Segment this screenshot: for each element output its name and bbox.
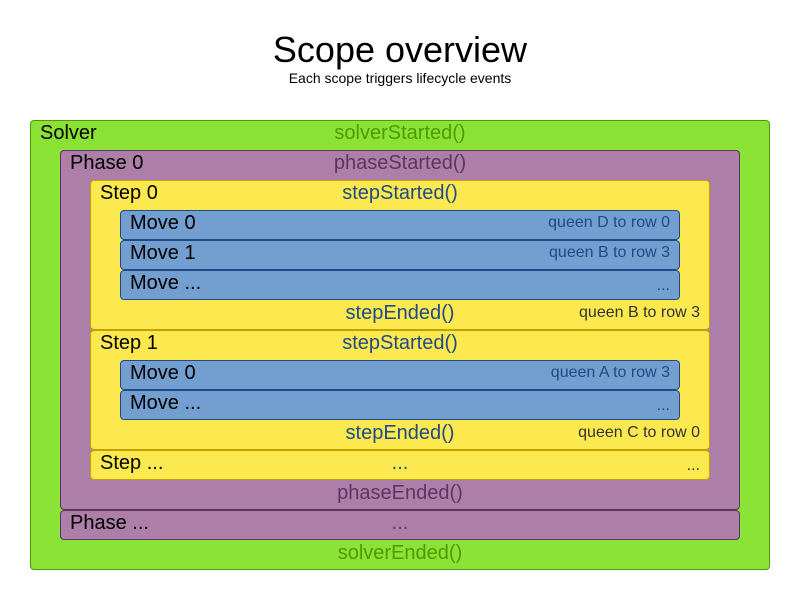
phase-0-label: Phase 0 xyxy=(70,152,144,174)
step-0-ended-event: stepEnded() xyxy=(345,302,455,324)
solver-label: Solver xyxy=(40,122,97,144)
step-0-move-0-note: queen D to row 0 xyxy=(548,214,670,231)
step-0-move-0 xyxy=(120,210,680,240)
step-1-ended-event: stepEnded() xyxy=(345,422,455,444)
step-1-move-more xyxy=(120,390,680,420)
step-more-scope xyxy=(90,450,710,480)
step-1-move-0 xyxy=(120,360,680,390)
diagram-title: Scope overview xyxy=(272,29,528,70)
step-more-label: Step ... xyxy=(100,452,164,474)
step-1-started-event: stepStarted() xyxy=(342,332,458,354)
solver-started-event: solverStarted() xyxy=(334,122,466,144)
step-0-move-more-note: ... xyxy=(656,277,670,294)
phase-started-event: phaseStarted() xyxy=(333,152,467,174)
diagram-subtitle: Each scope triggers lifecycle events xyxy=(288,70,512,86)
step-0-move-0-label: Move 0 xyxy=(130,212,196,234)
step-1-label: Step 1 xyxy=(100,332,158,354)
phase-more-scope xyxy=(60,510,740,540)
step-1-move-0-note: queen A to row 3 xyxy=(550,364,670,381)
step-0-label: Step 0 xyxy=(100,182,158,204)
step-more-middle: ... xyxy=(391,452,409,474)
step-1-move-0-label: Move 0 xyxy=(130,362,196,384)
step-0-move-more xyxy=(120,270,680,300)
phase-more-label: Phase ... xyxy=(70,512,149,534)
step-1-result: queen C to row 0 xyxy=(578,424,700,441)
step-0-started-event: stepStarted() xyxy=(342,182,458,204)
step-0-move-1-note: queen B to row 3 xyxy=(549,244,670,261)
step-more-note: ... xyxy=(686,457,700,474)
step-0-move-1-label: Move 1 xyxy=(130,242,196,264)
step-0-move-more-label: Move ... xyxy=(130,272,202,294)
solver-ended-event: solverEnded() xyxy=(337,542,463,564)
phase-more-middle: ... xyxy=(391,512,409,534)
step-0-move-1 xyxy=(120,240,680,270)
phase-ended-event: phaseEnded() xyxy=(337,482,463,504)
step-1-move-more-note: ... xyxy=(656,397,670,414)
step-1-move-more-label: Move ... xyxy=(130,392,202,414)
step-0-result: queen B to row 3 xyxy=(579,304,700,321)
